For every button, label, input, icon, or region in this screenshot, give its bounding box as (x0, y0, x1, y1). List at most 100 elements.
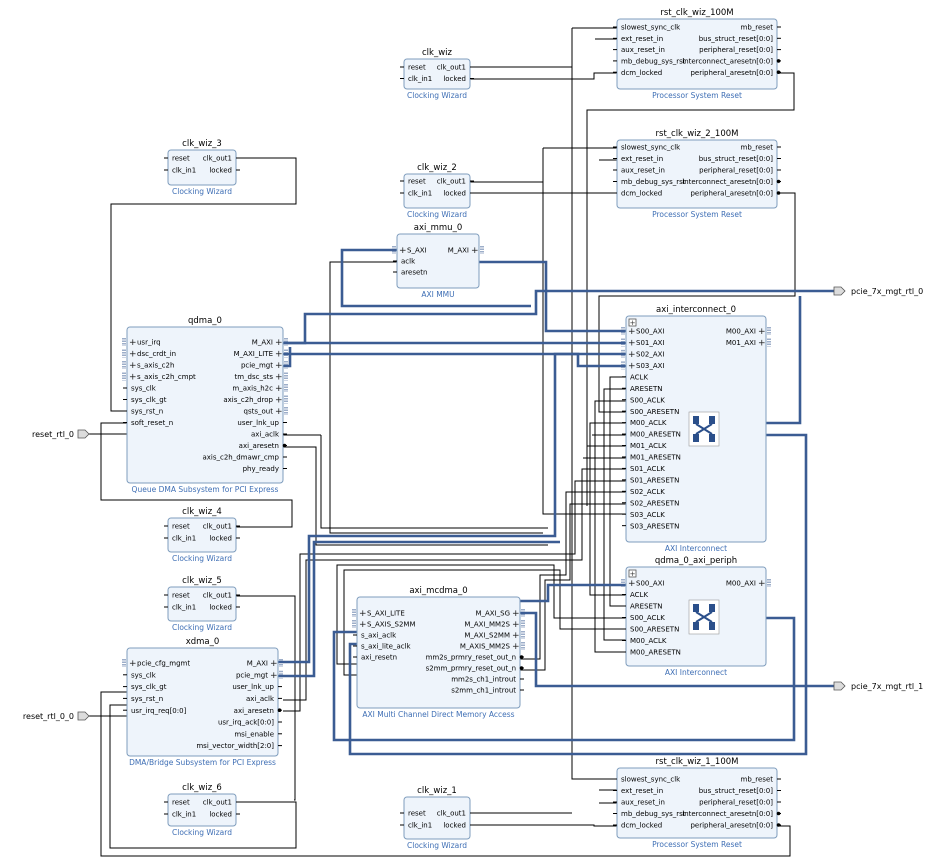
net-wire[interactable] (100, 422, 293, 528)
pin-axi-aresetn[interactable]: axi_aresetn (239, 442, 279, 450)
net-wire[interactable] (594, 400, 626, 653)
pin-peripheral-reset[interactable]: peripheral_reset[0:0] (699, 46, 773, 54)
pin-reset[interactable]: reset (172, 523, 190, 531)
pin-plus-icon[interactable]: + (359, 609, 367, 619)
net-wire[interactable] (109, 704, 297, 849)
pin-m00-axi[interactable]: M00_AXI (726, 328, 756, 336)
pin-clk-in1[interactable]: clk_in1 (408, 822, 432, 830)
pin-clk-out1[interactable]: clk_out1 (437, 810, 466, 818)
pin-s01-axi[interactable]: S01_AXI (636, 339, 665, 347)
pin-plus-icon[interactable]: + (275, 373, 283, 383)
block-body[interactable] (126, 647, 279, 757)
pin-aux-reset-in[interactable]: aux_reset_in (621, 799, 665, 807)
pin-m00-aresetn[interactable]: M00_ARESETN (630, 649, 681, 657)
net-wire[interactable] (603, 388, 626, 641)
pin-s00-axi[interactable]: S00_AXI (636, 580, 665, 588)
pin-plus-icon[interactable]: + (270, 671, 278, 681)
pin-s03-axi[interactable]: S03_AXI (636, 362, 665, 370)
bus-wire[interactable] (332, 616, 796, 742)
pin-reset[interactable]: reset (408, 178, 426, 186)
pin-bus-struct-reset[interactable]: bus_struct_reset[0:0] (699, 155, 774, 163)
pin-m-axi-mm2s[interactable]: M_AXI_MM2S (464, 621, 510, 629)
pin-clk-in1[interactable]: clk_in1 (172, 811, 196, 819)
pin-clk-in1[interactable]: clk_in1 (408, 75, 432, 83)
pin-reset[interactable]: reset (408, 810, 426, 818)
net-wire[interactable] (571, 28, 617, 780)
pin-bus-struct-reset[interactable]: bus_struct_reset[0:0] (699, 787, 774, 795)
net-wire[interactable] (283, 480, 626, 712)
pin-s00-aresetn[interactable]: S00_ARESETN (630, 626, 679, 634)
pin-interconnect-aresetn[interactable]: interconnect_aresetn[0:0] (682, 810, 773, 818)
pin-plus-icon[interactable]: + (275, 361, 283, 371)
net-wire[interactable] (283, 446, 548, 546)
pin-plus-icon[interactable]: + (129, 350, 137, 360)
pin-m01-aclk[interactable]: M01_ACLK (630, 442, 667, 450)
pin-ext-reset-in[interactable]: ext_reset_in (621, 155, 663, 163)
net-wire[interactable] (110, 157, 297, 412)
pin-usr-irq-ack[interactable]: usr_irq_ack[0:0] (218, 719, 274, 727)
pin-bus-struct-reset[interactable]: bus_struct_reset[0:0] (699, 35, 774, 43)
pin-clk-out1[interactable]: clk_out1 (203, 523, 232, 531)
pin-locked[interactable]: locked (209, 811, 232, 819)
pin-s2mm-prmry-reset-out-n[interactable]: s2mm_prmry_reset_out_n (426, 665, 516, 673)
pin-tm-dsc-sts[interactable]: tm_dsc_sts (234, 373, 273, 381)
net-wire[interactable] (320, 435, 548, 529)
pin-aux-reset-in[interactable]: aux_reset_in (621, 167, 665, 175)
pin-plus-icon[interactable]: + (275, 396, 283, 406)
pin-s02-aclk[interactable]: S02_ACLK (630, 488, 665, 496)
pin-clk-out1[interactable]: clk_out1 (437, 64, 466, 72)
pin-sys-rst-n[interactable]: sys_rst_n (131, 408, 163, 416)
pin-plus-icon[interactable]: + (129, 373, 137, 383)
pin-clk-in1[interactable]: clk_in1 (408, 190, 432, 198)
bus-wire[interactable] (283, 289, 834, 345)
pin-locked[interactable]: locked (209, 535, 232, 543)
pin-reset[interactable]: reset (408, 64, 426, 72)
net-wire[interactable] (470, 72, 617, 80)
pin-plus-icon[interactable]: + (129, 361, 137, 371)
net-wire[interactable] (329, 261, 543, 534)
pin-mm2s-ch1-introut[interactable]: mm2s_ch1_introut (451, 676, 516, 684)
pin-clk-out1[interactable]: clk_out1 (203, 799, 232, 807)
pin-clk-out1[interactable]: clk_out1 (203, 592, 232, 600)
pin-s-axi[interactable]: S_AXI (407, 247, 427, 255)
pin-aresetn[interactable]: ARESETN (630, 385, 662, 393)
pin-plus-icon[interactable]: + (275, 350, 283, 360)
block-body[interactable] (403, 58, 471, 90)
pin-reset[interactable]: reset (172, 592, 190, 600)
pin-pcie-mgt[interactable]: pcie_mgt (236, 671, 268, 679)
bus-wire[interactable] (283, 352, 626, 368)
expand-icon[interactable] (628, 569, 637, 578)
net-wire[interactable] (236, 595, 296, 801)
bus-wire[interactable] (520, 611, 834, 688)
pin-clk-out1[interactable]: clk_out1 (437, 178, 466, 186)
pin-s-axis-c2h[interactable]: s_axis_c2h (137, 362, 174, 370)
pin-peripheral-reset[interactable]: peripheral_reset[0:0] (699, 167, 773, 175)
pin-locked[interactable]: locked (443, 822, 466, 830)
pin-reset[interactable]: reset (172, 155, 190, 163)
pin-s-axi-lite-aclk[interactable]: s_axi_lite_aclk (361, 643, 412, 651)
external-port-pcie-7x-mgt-rtl-1[interactable]: pcie_7x_mgt_rtl_1 (833, 681, 923, 691)
pin-sys-clk-gt[interactable]: sys_clk_gt (131, 396, 167, 404)
external-port-reset-rtl-0-0[interactable]: reset_rtl_0_0 (23, 711, 90, 721)
pin-slowest-sync-clk[interactable]: slowest_sync_clk (621, 144, 681, 152)
pin-slowest-sync-clk[interactable]: slowest_sync_clk (621, 24, 681, 32)
pin-plus-icon[interactable]: + (270, 659, 278, 669)
net-wire[interactable] (470, 824, 617, 827)
pin-locked[interactable]: locked (443, 190, 466, 198)
pin-s00-aclk[interactable]: S00_ACLK (630, 614, 665, 622)
pin-m00-aclk[interactable]: M00_ACLK (630, 419, 667, 427)
net-wire[interactable] (589, 422, 626, 596)
net-wire[interactable] (336, 564, 626, 665)
pin-soft-reset-n[interactable]: soft_reset_n (131, 419, 173, 427)
pin-aresetn[interactable]: ARESETN (630, 603, 662, 611)
pin-mb-debug-sys-rst[interactable]: mb_debug_sys_rst (621, 178, 686, 186)
pin-dcm-locked[interactable]: dcm_locked (621, 69, 662, 77)
pin-plus-icon[interactable]: + (758, 579, 766, 589)
pin-clk-in1[interactable]: clk_in1 (172, 535, 196, 543)
pin-aclk[interactable]: ACLK (630, 591, 648, 599)
block-body[interactable] (403, 173, 471, 209)
